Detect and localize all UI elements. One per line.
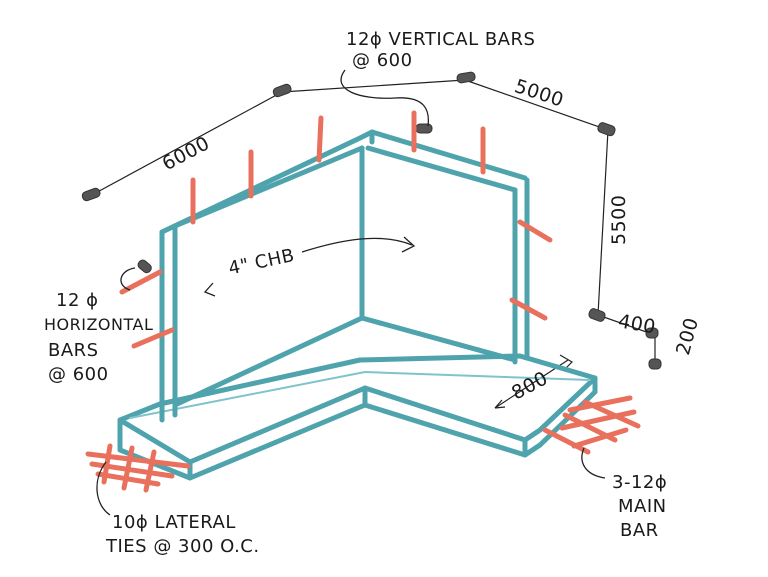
lateral-tie xyxy=(143,449,157,493)
dim-6000-text: 6000 xyxy=(159,132,214,175)
lateral-tie xyxy=(571,427,629,449)
leader-vertical-bars xyxy=(340,69,430,127)
leader-lines xyxy=(96,69,606,516)
wall-right-top-inner xyxy=(365,145,518,193)
horizontal-bar xyxy=(131,327,175,349)
dimension-lines xyxy=(81,71,662,409)
footing-rebar-left xyxy=(85,443,191,493)
leader-main-bar xyxy=(581,447,606,479)
dim-5500-text: 5500 xyxy=(608,195,630,245)
main-bar xyxy=(85,451,191,469)
footing-top xyxy=(117,353,598,465)
label-horizontal-bars-spacing: @ 600 xyxy=(48,364,109,385)
wall-left-top-outer xyxy=(159,129,375,235)
label-chb: 4" CHB xyxy=(227,245,297,279)
footing-end-right xyxy=(537,375,598,448)
horizontal-bar xyxy=(517,219,553,243)
tick-mark xyxy=(456,71,476,84)
dim-line-top xyxy=(281,79,466,93)
dim-800-text: 800 xyxy=(508,367,552,404)
footing-rebar-right xyxy=(542,395,641,455)
label-vertical-bars: 12ϕ VERTICAL BARS xyxy=(346,29,535,50)
label-horizontal-bars: HORIZONTAL xyxy=(44,315,153,334)
horizontal-bars xyxy=(119,219,553,349)
wall-right-bottom xyxy=(359,315,518,363)
label-main-bar-size: 3-12ϕ xyxy=(612,472,667,493)
wall-left-top-inner xyxy=(172,145,365,229)
dim-line-5500 xyxy=(597,129,609,316)
leader-chb-arrowhead xyxy=(401,236,416,253)
horizontal-bar xyxy=(119,269,163,295)
label-horizontal-bars-size: 12 ϕ xyxy=(56,290,99,311)
leader-horizontal-bars xyxy=(120,267,136,291)
leader-chb xyxy=(301,237,413,253)
dim-line-5000 xyxy=(464,79,609,131)
lateral-tie xyxy=(101,443,113,485)
horizontal-bar xyxy=(509,297,548,321)
dim-200-text: 200 xyxy=(672,315,703,357)
vertical-bar xyxy=(316,115,324,163)
wall-right-top-outer xyxy=(369,129,528,181)
dim-800-arrow-left xyxy=(494,399,506,409)
label-lateral-ties: 10ϕ LATERAL xyxy=(112,512,236,533)
tick-mark xyxy=(648,358,662,370)
annotations: 12ϕ VERTICAL BARS @ 600 12 ϕ HORIZONTAL … xyxy=(44,29,667,557)
label-horizontal-bars-word: BARS xyxy=(48,340,99,361)
dim-line-400 xyxy=(597,314,656,336)
tick-mark xyxy=(137,259,152,274)
chb-walls xyxy=(159,129,530,423)
leader-chb-left-arrow xyxy=(203,282,216,297)
dim-line-6000 xyxy=(89,91,283,197)
label-main-bar-word: BAR xyxy=(620,520,659,541)
footing xyxy=(117,353,598,481)
tick-mark xyxy=(588,308,606,322)
dim-400-text: 400 xyxy=(617,310,658,338)
footing-inner-line xyxy=(129,371,591,419)
label-vertical-bars-spacing: @ 600 xyxy=(352,50,413,71)
tick-mark xyxy=(645,327,659,339)
lateral-tie xyxy=(559,409,637,431)
vertical-bars xyxy=(190,110,486,225)
wall-left-bottom xyxy=(172,315,365,408)
dim-800-arrow xyxy=(559,354,573,369)
label-lateral-ties-spacing: TIES @ 300 O.C. xyxy=(105,536,260,557)
tick-mark xyxy=(597,122,616,137)
lateral-tie xyxy=(567,395,633,413)
main-bar xyxy=(542,427,591,455)
label-main-bar: MAIN xyxy=(618,496,667,517)
leader-lateral-ties xyxy=(96,461,111,516)
tick-mark xyxy=(272,83,292,98)
tick-mark xyxy=(81,187,101,202)
lateral-tie xyxy=(121,445,135,491)
tick-mark xyxy=(415,123,433,134)
